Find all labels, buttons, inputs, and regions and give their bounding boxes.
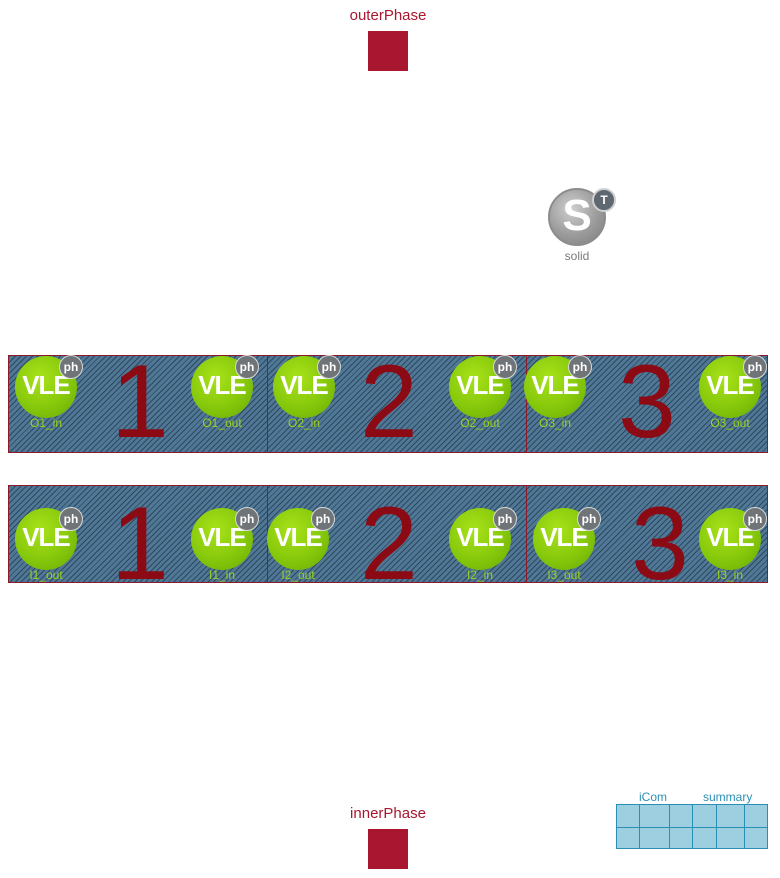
solid-label: solid [564, 249, 590, 263]
outer-phase-port[interactable] [368, 31, 408, 71]
vle-label: I3_out [547, 568, 581, 582]
ph-badge-icon: ph [59, 355, 83, 379]
vle-sensor-i1-in[interactable]: VLE ph I1_in [191, 507, 259, 582]
cell-number-1: 1 [111, 344, 169, 460]
cell-number-3: 3 [618, 344, 676, 460]
ph-badge-icon: ph [577, 507, 601, 531]
vle-label: I1_in [208, 568, 236, 582]
vle-label: O1_out [202, 416, 242, 430]
ph-badge-icon: ph [235, 507, 259, 531]
summary-label: summary [703, 790, 753, 804]
vle-sensor-i3-in[interactable]: VLE ph I3_in [699, 507, 767, 582]
solid-letter: S [562, 191, 592, 240]
inner-phase-port[interactable] [368, 829, 408, 869]
grid-line [669, 805, 670, 848]
inner-cells-row[interactable]: 1 2 3 VLE ph I1_out VLE ph I1_in VLE ph … [8, 485, 768, 596]
ph-badge-icon: ph [493, 355, 517, 379]
vle-label: I2_in [466, 568, 494, 582]
vle-label: O2_out [460, 416, 500, 430]
vle-label: O3_in [538, 416, 572, 430]
inner-phase-label: innerPhase [350, 805, 426, 822]
temperature-badge-icon: T [592, 188, 616, 212]
vle-label: O1_in [29, 416, 63, 430]
vle-sensor-o1-out[interactable]: VLE ph O1_out [191, 355, 259, 430]
vle-sensor-o2-in[interactable]: VLE ph O2_in [273, 355, 341, 430]
vle-sensor-o3-in[interactable]: VLE ph O3_in [524, 355, 592, 430]
grid-line [744, 805, 745, 848]
vle-label: O2_in [287, 416, 321, 430]
ph-badge-icon: ph [311, 507, 335, 531]
ph-badge-icon: ph [743, 507, 767, 531]
ph-badge-icon: ph [743, 355, 767, 379]
ph-badge-icon: ph [317, 355, 341, 379]
grid-line [716, 805, 717, 848]
ph-badge-icon: ph [235, 355, 259, 379]
cell-number-2: 2 [360, 486, 418, 602]
grid-line [639, 805, 640, 848]
vle-sensor-o3-out[interactable]: VLE ph O3_out [699, 355, 767, 430]
cell-divider [267, 356, 268, 452]
ph-badge-icon: ph [568, 355, 592, 379]
vle-label: O3_out [710, 416, 750, 430]
vle-sensor-o1-in[interactable]: VLE ph O1_in [15, 355, 83, 430]
ph-badge-icon: ph [59, 507, 83, 531]
vle-label: I2_out [281, 568, 315, 582]
vle-sensor-i2-in[interactable]: VLE ph I2_in [449, 507, 517, 582]
cell-number-1: 1 [111, 486, 169, 602]
solid-heat-port[interactable]: S T solid [546, 186, 616, 266]
cell-number-2: 2 [360, 344, 418, 460]
cell-number-3: 3 [631, 486, 689, 602]
vle-sensor-i2-out[interactable]: VLE ph I2_out [267, 507, 335, 582]
summary-icom-record[interactable] [616, 804, 768, 849]
outer-phase-label: outerPhase [349, 7, 427, 24]
vle-sensor-i3-out[interactable]: VLE ph I3_out [533, 507, 601, 582]
ph-badge-icon: ph [493, 507, 517, 531]
grid-line [692, 805, 693, 848]
vle-sensor-o2-out[interactable]: VLE ph O2_out [449, 355, 517, 430]
icom-label: iCom [639, 790, 668, 804]
cell-divider [526, 356, 527, 452]
vle-label: I3_in [716, 568, 744, 582]
cell-divider [526, 486, 527, 582]
outer-cells-row[interactable]: 1 2 3 VLE ph O1_in VLE ph O1_out VLE ph … [8, 350, 768, 454]
vle-label: I1_out [29, 568, 63, 582]
vle-sensor-i1-out[interactable]: VLE ph I1_out [15, 507, 83, 582]
